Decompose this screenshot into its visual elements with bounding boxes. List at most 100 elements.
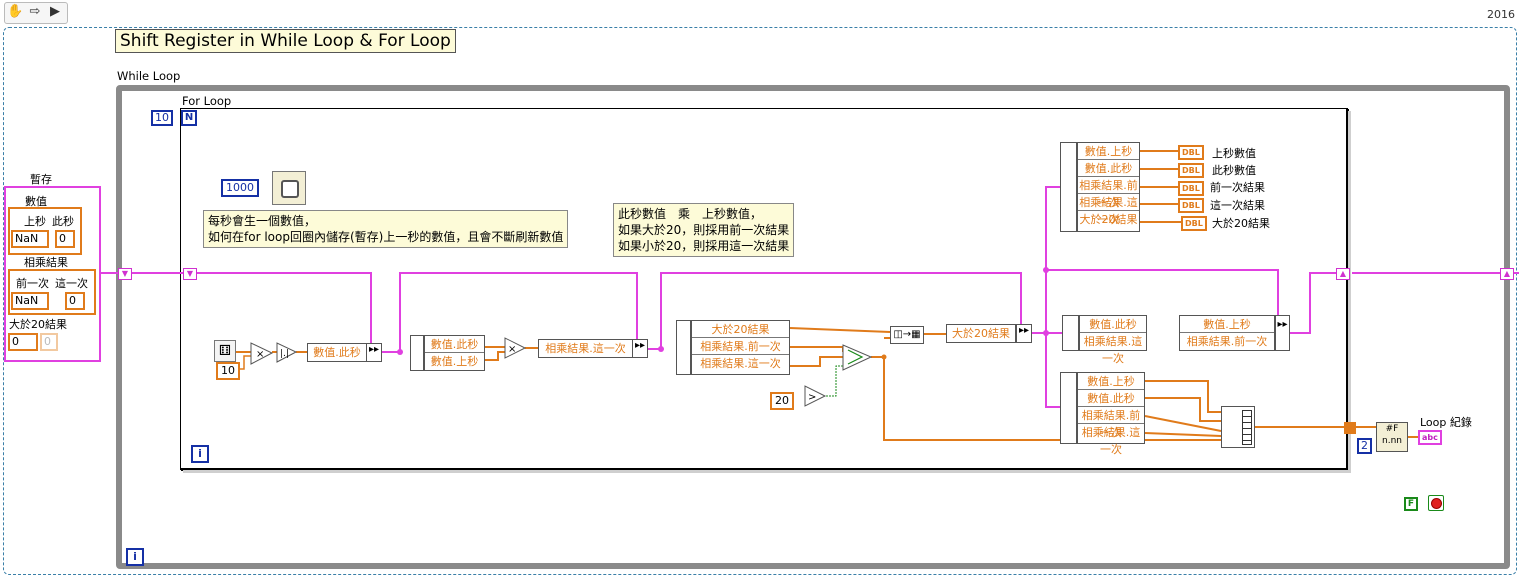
gt20-label: 大於20結果 [9,318,67,331]
diagram-title: Shift Register in While Loop & For Loop [115,29,456,53]
bundle-element: 數值.上秒 [1180,316,1274,333]
log-label: Loop 紀錄 [1420,416,1472,429]
indicator-label: 上秒數值 [1212,147,1256,160]
product-cluster-label: 相乘結果 [24,256,68,269]
dbl-indicator: DBL [1181,216,1207,231]
array-icon [1242,410,1252,445]
bundle-element: 大於20結果 [952,327,1010,340]
prod-this-label: 這一次 [55,277,88,290]
gt20-gray-field: 0 [40,333,58,351]
hand-tool-icon[interactable]: ✋ [7,4,24,19]
indicator-label: 這一次結果 [1210,199,1265,212]
unbundle-element: 大於20結果 [692,321,789,338]
unbundle-element: 相乘結果.前一次 [692,338,789,355]
this-sec-label: 此秒 [52,215,74,228]
run-continuous-icon[interactable]: ▶ [50,4,60,19]
bundle-head-2: ▸▸ [632,339,648,358]
loop-count-constant[interactable]: 10 [151,110,173,126]
prod-prev-label: 前一次 [16,277,49,290]
random-scale-constant[interactable]: 10 [216,362,240,380]
bundle-mid[interactable]: 數值.上秒 相乘結果.前一次 [1179,315,1275,351]
bundle-gt20[interactable]: 大於20結果 [946,324,1016,343]
bundle-head-3: ▸▸ [1016,324,1032,343]
dbl-indicator: DBL [1178,145,1204,160]
note-left-line-1: 每秒會生一個數值， [208,214,317,228]
dbl-indicator: DBL [1178,163,1204,178]
while-iteration-terminal: i [126,548,144,566]
unbundle-mid[interactable]: 數值.此秒 相乘結果.這一次 [1079,315,1147,365]
unbundle-head-bottom [1060,372,1077,444]
bundle-head-mid: ▸▸ [1275,315,1290,351]
unbundle-element: 大於20結果 [1079,213,1138,226]
unbundle-products[interactable]: 大於20結果 相乘結果.前一次 相乘結果.這一次 [691,320,790,375]
svg-text:×: × [256,349,264,360]
unbundle-head-top [1060,142,1077,232]
build-array-function[interactable]: ◫→▦ [890,326,924,344]
note-left: 每秒會生一個數值， 如何在for loop回圈內儲存(暫存)上一秒的數值，且會不… [203,210,569,248]
svg-text:×: × [508,344,516,355]
wait-function[interactable] [272,171,306,205]
dice-icon[interactable]: ⚅ [214,340,236,362]
build-array-bottom[interactable] [1221,406,1255,448]
gt20-field[interactable]: 0 [8,333,38,351]
value-cluster-label: 數值 [25,195,47,208]
bundle-element: 相乘結果.這一次 [545,342,626,355]
prod-prev-field[interactable]: NaN [11,292,49,310]
bundle-value-this[interactable]: 數值.此秒 [307,343,367,362]
for-shift-register-right[interactable]: ▲ [1336,268,1350,280]
value-prev-field[interactable]: NaN [11,230,49,248]
unbundle-element: 數值.上秒 [1078,143,1139,160]
unbundle-element: 相乘結果.前一次 [1078,179,1139,209]
svg-text:|.|: |.| [280,349,289,359]
toolbar-group [4,2,68,24]
unbundle-element: 相乘結果.這一次 [700,357,781,370]
bundle-by-name-head: ▸▸ [366,343,382,362]
note-right-line-3: 如果小於20，則採用這一次結果 [618,239,790,253]
for-shift-register-left[interactable]: ▼ [183,268,197,280]
dbl-indicator: DBL [1178,181,1204,196]
bundle-product-this[interactable]: 相乘結果.這一次 [538,339,633,358]
while-shift-register-left[interactable]: ▼ [118,268,132,280]
prod-this-field[interactable]: 0 [65,292,85,310]
indicator-label: 前一次結果 [1210,181,1265,194]
toolbar: ✋ ⇨ ▶ 2016 [0,0,1519,26]
value-this-field[interactable]: 0 [55,230,75,248]
for-loop[interactable] [180,108,1348,470]
unbundle-element: 數值.上秒 [430,355,479,368]
array-count-constant[interactable]: 2 [1357,438,1372,454]
indicator-label: 大於20結果 [1212,217,1270,230]
unbundle-head-1 [410,335,424,371]
arrow-run-icon[interactable]: ⇨ [29,4,41,19]
note-right-line-1: 此秒數值 乘 上秒數值， [618,207,763,221]
stop-boolean-constant[interactable]: F [1404,497,1418,511]
note-right: 此秒數值 乘 上秒數值， 如果大於20，則採用前一次結果 如果小於20，則採用這… [613,203,795,257]
unbundle-top[interactable]: 數值.上秒 數值.此秒 相乘結果.前一次 相乘結果.這一次 大於20結果 [1077,142,1140,232]
wait-ms-constant[interactable]: 1000 [221,179,259,197]
unbundle-element: 相乘結果.這一次 [1081,426,1141,456]
svg-text:>: > [808,392,816,403]
unbundle-head-mid [1062,315,1079,351]
unbundle-values[interactable]: 數值.此秒 數值.上秒 [424,335,485,371]
while-loop[interactable] [116,85,1510,569]
dbl-indicator: DBL [1178,198,1204,213]
for-iteration-terminal: i [191,445,209,463]
unbundle-head-2 [676,320,691,375]
block-diagram-canvas [3,27,1517,575]
loop-tunnel [1344,422,1356,434]
unbundle-bottom[interactable]: 數值.上秒 數值.此秒 相乘結果.前一次 相乘結果.這一次 [1077,372,1145,456]
note-right-line-2: 如果大於20，則採用前一次結果 [618,223,790,237]
while-shift-register-right[interactable]: ▲ [1500,268,1514,280]
note-left-line-2: 如何在for loop回圈內儲存(暫存)上一秒的數值，且會不斷刷新數值 [208,230,564,244]
unbundle-element: 相乘結果.前一次 [1078,407,1144,439]
register-label: 暫存 [30,173,52,186]
unbundle-element: 相乘結果.這一次 [1078,196,1139,226]
stop-terminal-icon[interactable] [1428,495,1444,511]
compare-constant[interactable]: 20 [770,392,794,410]
unbundle-element: 數值.此秒 [1078,160,1139,177]
prev-sec-label: 上秒 [24,215,46,228]
while-loop-label: While Loop [117,69,181,83]
string-indicator: abc [1418,430,1442,445]
unbundle-element: 數值.上秒 [1078,373,1144,390]
